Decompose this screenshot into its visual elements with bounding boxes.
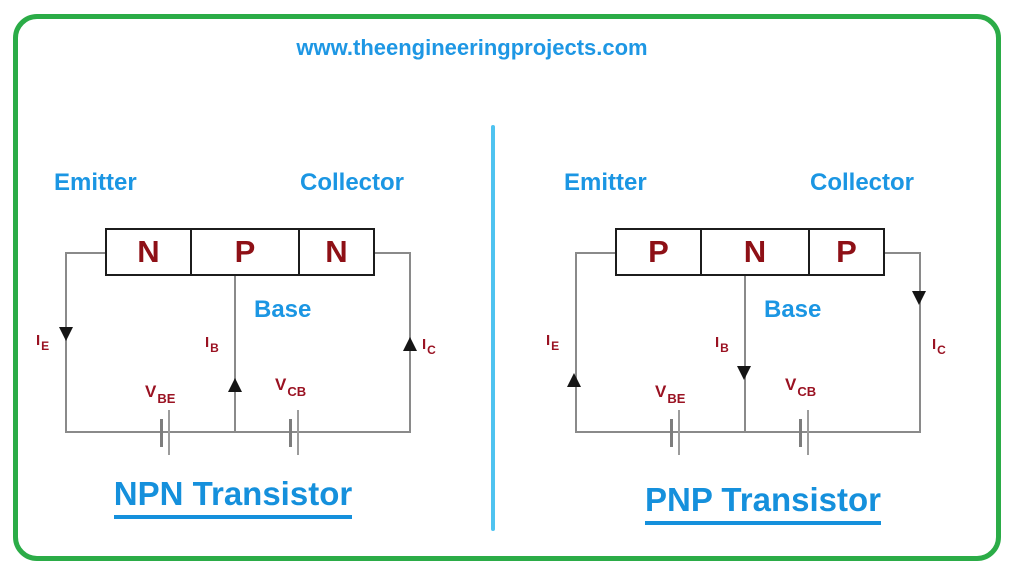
diagram-title: PNP Transistor xyxy=(543,481,983,525)
collector-base-voltage-label: VCB xyxy=(785,375,816,399)
voltage-symbol: V xyxy=(145,382,157,401)
current-subscript: E xyxy=(41,339,50,353)
collector-label: Collector xyxy=(810,169,915,196)
region-letter-collector: N xyxy=(325,234,348,269)
collector-current-arrowhead-up-icon xyxy=(403,337,417,351)
current-subscript: C xyxy=(937,343,946,357)
base-current-label: IB xyxy=(205,334,219,355)
region-letter-base: P xyxy=(190,230,300,274)
emitter-wire-vertical xyxy=(575,252,577,433)
collector-base-voltage-label: VCB xyxy=(275,375,306,399)
voltage-symbol: V xyxy=(275,375,287,394)
green-border-frame xyxy=(13,14,1001,561)
current-subscript: B xyxy=(720,341,729,355)
center-divider-line xyxy=(491,125,495,531)
region-letter-emitter: N xyxy=(137,234,160,269)
diagram-title-text: PNP Transistor xyxy=(645,481,881,525)
base-emitter-voltage-label: VBE xyxy=(655,382,685,406)
base-current-label: IB xyxy=(715,334,729,355)
website-url: www.theengineeringprojects.com xyxy=(296,35,648,60)
battery-plate-short xyxy=(670,419,673,447)
region-letter-collector: P xyxy=(836,234,857,269)
voltage-subscript: BE xyxy=(667,391,686,406)
battery-plate-long xyxy=(807,410,809,455)
bottom-wire xyxy=(65,431,411,433)
voltage-subscript: CB xyxy=(287,384,307,399)
battery-plate-short xyxy=(799,419,802,447)
emitter-label: Emitter xyxy=(54,169,137,196)
current-symbol: I xyxy=(932,336,937,353)
base-wire-vertical xyxy=(744,276,746,433)
voltage-subscript: BE xyxy=(157,391,176,406)
emitter-current-label: IE xyxy=(546,332,559,353)
npn-transistor-diagram: Emitter Collector N P N Base IE IB IC VB… xyxy=(28,160,468,538)
region-letter-emitter: P xyxy=(648,234,669,269)
collector-current-label: IC xyxy=(932,336,946,357)
battery-plate-short xyxy=(160,419,163,447)
voltage-symbol: V xyxy=(785,375,797,394)
voltage-subscript: CB xyxy=(797,384,817,399)
current-symbol: I xyxy=(422,336,427,353)
battery-symbol-vcb xyxy=(799,410,811,455)
collector-wire-horizontal xyxy=(885,252,921,254)
current-subscript: B xyxy=(210,341,219,355)
current-subscript: E xyxy=(551,339,560,353)
emitter-current-arrowhead-up-icon xyxy=(567,373,581,387)
battery-symbol-vbe xyxy=(160,410,172,455)
base-label: Base xyxy=(254,296,312,323)
current-symbol: I xyxy=(715,334,720,351)
emitter-label: Emitter xyxy=(564,169,647,196)
emitter-wire-vertical xyxy=(65,252,67,433)
voltage-symbol: V xyxy=(655,382,667,401)
emitter-wire-horizontal xyxy=(65,252,105,254)
battery-plate-long xyxy=(168,410,170,455)
emitter-current-label: IE xyxy=(36,332,49,353)
current-symbol: I xyxy=(205,334,210,351)
base-label: Base xyxy=(764,296,822,323)
battery-plate-long xyxy=(678,410,680,455)
base-current-arrowhead-down-icon xyxy=(737,366,751,380)
battery-symbol-vcb xyxy=(289,410,301,455)
semiconductor-box: N P N xyxy=(105,228,375,276)
battery-plate-short xyxy=(289,419,292,447)
collector-current-label: IC xyxy=(422,336,436,357)
diagram-title-text: NPN Transistor xyxy=(113,475,353,519)
emitter-current-arrowhead-down-icon xyxy=(59,327,73,341)
diagram-title: NPN Transistor xyxy=(13,475,453,519)
base-current-arrowhead-up-icon xyxy=(228,378,242,392)
bottom-wire xyxy=(575,431,921,433)
pnp-transistor-diagram: Emitter Collector P N P Base IE IB IC VB… xyxy=(538,160,978,538)
battery-symbol-vbe xyxy=(670,410,682,455)
region-letter-base: N xyxy=(700,230,810,274)
collector-current-arrowhead-down-icon xyxy=(912,291,926,305)
semiconductor-box: P N P xyxy=(615,228,885,276)
collector-wire-horizontal xyxy=(375,252,411,254)
collector-label: Collector xyxy=(300,169,405,196)
battery-plate-long xyxy=(297,410,299,455)
base-wire-vertical xyxy=(234,276,236,433)
emitter-wire-horizontal xyxy=(575,252,615,254)
current-symbol: I xyxy=(36,332,41,349)
current-subscript: C xyxy=(427,343,436,357)
current-symbol: I xyxy=(546,332,551,349)
collector-wire-vertical xyxy=(919,252,921,433)
base-emitter-voltage-label: VBE xyxy=(145,382,175,406)
